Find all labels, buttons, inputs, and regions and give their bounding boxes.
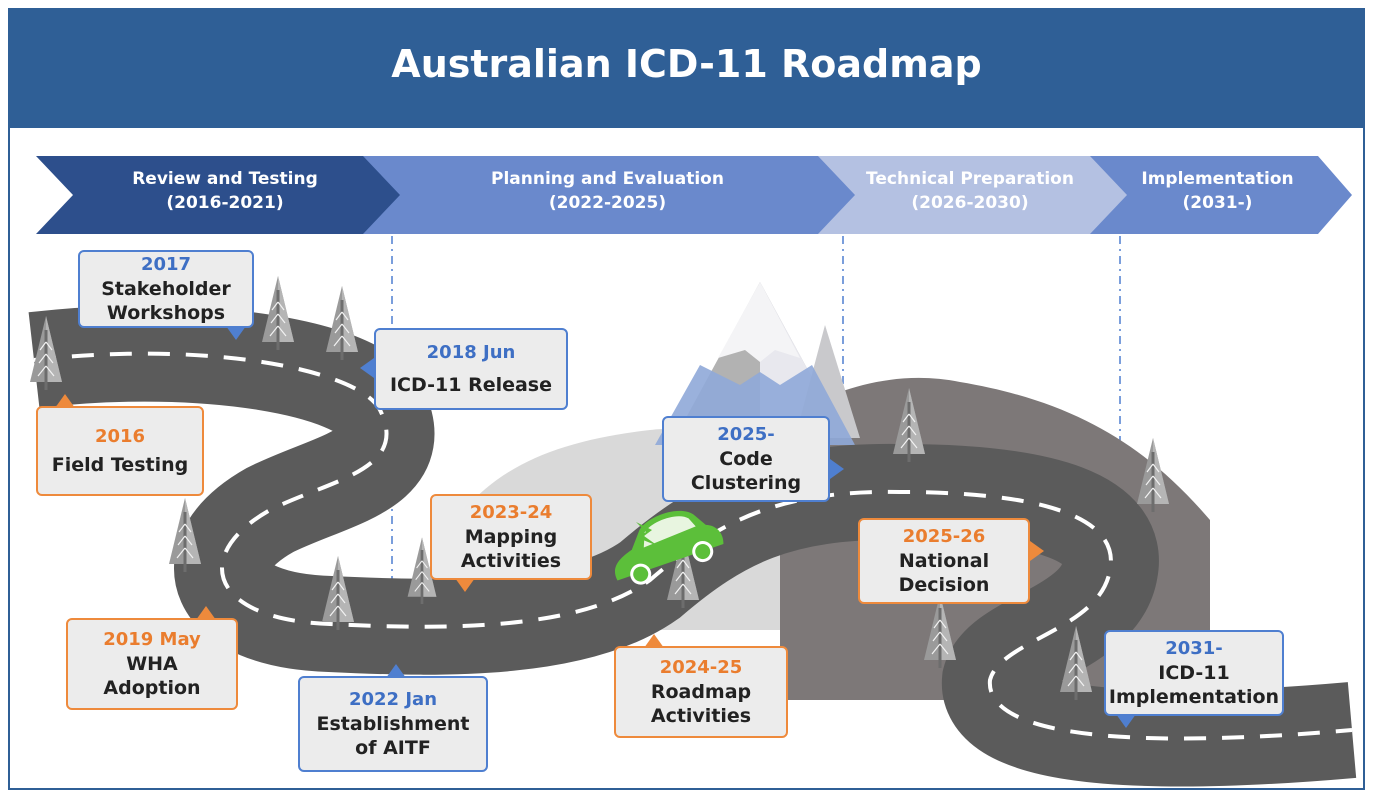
milestone-year: 2024-25 <box>659 657 743 678</box>
phase-name: Review and Testing <box>132 169 318 189</box>
milestone-event: ICD-11 Release <box>389 374 552 396</box>
winding-road <box>28 305 1357 787</box>
phase-review: Review and Testing (2016-2021) <box>75 146 375 236</box>
phase-name: Technical Preparation <box>866 169 1074 189</box>
milestone-mapping-activities: 2023-24 Mapping Activities <box>430 494 592 580</box>
phase-years: (2016-2021) <box>166 193 284 213</box>
milestone-pointer <box>1116 714 1136 728</box>
milestone-establishment-aitf: 2022 Jan Establishment of AITF <box>298 676 488 772</box>
milestone-event: Implementation <box>1108 686 1280 708</box>
milestone-code-clustering: 2025- Code Clustering <box>662 416 830 502</box>
milestone-pointer <box>196 606 216 620</box>
phase-years: (2026-2030) <box>911 193 1029 213</box>
tree-icon <box>1060 626 1092 700</box>
milestone-pointer <box>360 358 374 378</box>
milestone-year: 2016 <box>94 426 146 447</box>
milestone-pointer <box>55 394 75 408</box>
milestone-field-testing: 2016 Field Testing <box>36 406 204 496</box>
phase-years: (2031-) <box>1182 193 1253 213</box>
milestone-pointer <box>226 326 246 340</box>
milestone-event: Code <box>719 448 773 470</box>
milestone-national-decision: 2025-26 National Decision <box>858 518 1030 604</box>
milestone-event: Decision <box>898 574 990 596</box>
phase-technical: Technical Preparation (2026-2030) <box>850 146 1090 236</box>
milestone-pointer <box>455 578 475 592</box>
tree-icon <box>1137 438 1169 512</box>
milestone-event: ICD-11 <box>1158 662 1230 684</box>
title-banner: Australian ICD-11 Roadmap <box>10 10 1363 128</box>
milestone-icd11-release: 2018 Jun ICD-11 Release <box>374 328 568 410</box>
phase-arrow-technical <box>818 156 1132 234</box>
milestone-pointer <box>830 459 844 479</box>
phase-planning: Planning and Evaluation (2022-2025) <box>400 146 815 236</box>
trees <box>30 276 1169 700</box>
milestone-year: 2031- <box>1165 638 1223 659</box>
milestone-event: Establishment <box>316 713 470 735</box>
milestone-event: Clustering <box>690 472 802 494</box>
tree-icon <box>262 276 294 350</box>
page-title: Australian ICD-11 Roadmap <box>391 42 982 86</box>
phase-years: (2022-2025) <box>548 193 667 213</box>
phase-arrow-review <box>36 156 405 234</box>
tree-icon <box>924 594 956 668</box>
milestone-event: Activities <box>460 550 562 572</box>
milestone-event: Adoption <box>103 677 201 699</box>
milestone-wha-adoption: 2019 May WHA Adoption <box>66 618 238 710</box>
car-icon <box>614 510 724 585</box>
milestone-year: 2023-24 <box>469 502 553 523</box>
tree-icon <box>169 498 201 572</box>
tree-icon <box>326 286 358 360</box>
milestone-icd11-implementation: 2031- ICD-11 Implementation <box>1104 630 1284 716</box>
milestone-event: of AITF <box>355 737 431 759</box>
phase-implementation: Implementation (2031-) <box>1120 146 1315 236</box>
tree-icon <box>893 388 925 462</box>
phase-arrow-implementation <box>1090 156 1352 234</box>
tree-icon <box>30 316 62 390</box>
milestone-event: WHA <box>126 653 178 675</box>
milestone-event: Mapping <box>464 526 558 548</box>
milestone-event: Field Testing <box>51 454 189 476</box>
milestone-stakeholder-workshops: 2017 Stakeholder Workshops <box>78 250 254 328</box>
phase-name: Planning and Evaluation <box>491 169 724 189</box>
milestone-event: Stakeholder <box>101 278 231 300</box>
milestone-year: 2017 <box>140 254 192 275</box>
milestone-pointer <box>644 634 664 648</box>
lightning-icon <box>636 522 658 546</box>
milestone-year: 2019 May <box>103 629 201 650</box>
milestone-year: 2022 Jan <box>348 689 438 710</box>
milestone-pointer <box>386 664 406 678</box>
milestone-pointer <box>1030 541 1044 561</box>
milestone-event: Roadmap <box>650 681 752 703</box>
phase-arrow-planning <box>363 156 860 234</box>
tree-icon <box>322 556 354 630</box>
milestone-year: 2018 Jun <box>426 342 516 363</box>
milestone-year: 2025-26 <box>902 526 986 547</box>
milestone-event: National <box>898 550 990 572</box>
phase-name: Implementation <box>1141 169 1294 189</box>
milestone-event: Workshops <box>106 302 226 324</box>
milestone-year: 2025- <box>717 424 775 445</box>
milestone-event: Activities <box>650 705 752 727</box>
milestone-roadmap-activities: 2024-25 Roadmap Activities <box>614 646 788 738</box>
